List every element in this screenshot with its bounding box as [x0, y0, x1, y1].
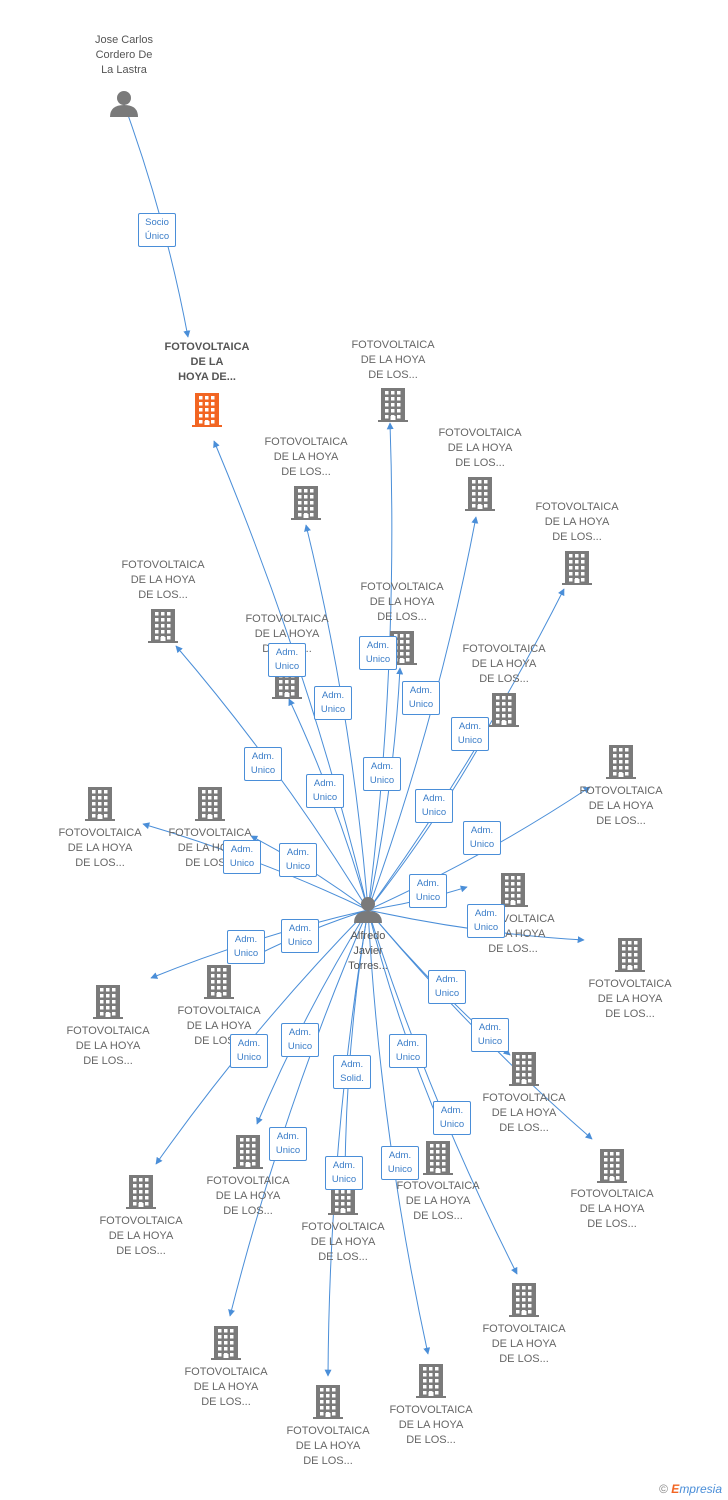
- company-building-icon[interactable]: [562, 551, 592, 585]
- company-label[interactable]: FOTOVOLTAICA DE LA HOYA DE LOS...: [588, 978, 672, 1020]
- role-badge: Adm. Unico: [381, 1146, 419, 1180]
- company-label[interactable]: FOTOVOLTAICA DE LA HOYA DE LOS...: [482, 1323, 566, 1365]
- icons-layer: [85, 91, 645, 1419]
- company-label[interactable]: FOTOVOLTAICA DE LA HOYA DE LOS...: [301, 1221, 385, 1263]
- company-label[interactable]: FOTOVOLTAICA DE LA HOYA DE LOS...: [184, 1366, 268, 1408]
- company-label[interactable]: FOTOVOLTAICA DE LA HOYA DE LOS...: [360, 581, 444, 623]
- role-badge: Adm. Unico: [451, 717, 489, 751]
- role-badge: Adm. Unico: [279, 843, 317, 877]
- person-name-label[interactable]: Jose Carlos Cordero De La Lastra: [94, 34, 154, 76]
- company-building-icon[interactable]: [85, 787, 115, 821]
- role-badge: Adm. Unico: [463, 821, 501, 855]
- role-badge: Adm. Unico: [402, 681, 440, 715]
- role-badge: Adm. Unico: [415, 789, 453, 823]
- company-building-icon[interactable]: [126, 1175, 156, 1209]
- company-label[interactable]: FOTOVOLTAICA DE LA HOYA DE LOS...: [351, 339, 435, 381]
- relation-edge: [228, 909, 369, 1317]
- company-building-icon[interactable]: [195, 787, 225, 821]
- role-badge: Adm. Unico: [223, 840, 261, 874]
- role-badge: Adm. Unico: [230, 1034, 268, 1068]
- company-building-icon[interactable]: [606, 745, 636, 779]
- company-label[interactable]: FOTOVOLTAICA DE LA HOYA DE LOS...: [286, 1425, 370, 1467]
- role-badge: Adm. Unico: [428, 970, 466, 1004]
- company-label[interactable]: FOTOVOLTAICA DE LA HOYA DE LOS...: [66, 1025, 150, 1067]
- role-badge: Adm. Unico: [306, 774, 344, 808]
- company-label[interactable]: FOTOVOLTAICA DE LA HOYA DE LOS...: [206, 1175, 290, 1217]
- relation-edge: [256, 909, 369, 1125]
- company-building-icon[interactable]: [233, 1135, 263, 1169]
- role-badge: Adm. Unico: [359, 636, 397, 670]
- company-building-icon[interactable]: [211, 1326, 241, 1360]
- company-building-icon[interactable]: [148, 609, 178, 643]
- company-label[interactable]: FOTOVOLTAICA DE LA HOYA DE LOS...: [462, 643, 546, 685]
- role-badge: Adm. Unico: [269, 1127, 307, 1161]
- role-badge: Adm. Unico: [244, 747, 282, 781]
- company-label[interactable]: FOTOVOLTAICA DE LA HOYA DE LOS...: [482, 1092, 566, 1134]
- person-icon[interactable]: [354, 897, 382, 923]
- brand-name: mpresia: [679, 1482, 722, 1496]
- role-badge: Adm. Solid.: [333, 1055, 371, 1089]
- copyright-symbol: ©: [659, 1482, 668, 1496]
- relation-edge: [367, 516, 479, 911]
- company-building-icon[interactable]: [597, 1149, 627, 1183]
- company-label[interactable]: FOTOVOLTAICA DE LA HOYA DE LOS...: [99, 1215, 183, 1257]
- company-label[interactable]: FOTOVOLTAICA DE LA HOYA DE LOS...: [121, 559, 205, 601]
- company-building-icon[interactable]: [465, 477, 495, 511]
- role-badge: Adm. Unico: [325, 1156, 363, 1190]
- person-icon[interactable]: [110, 91, 138, 117]
- company-building-icon[interactable]: [498, 873, 528, 907]
- role-badge: Adm. Unico: [281, 1023, 319, 1057]
- company-label[interactable]: FOTOVOLTAICA DE LA HOYA DE LOS...: [579, 785, 663, 827]
- company-building-icon[interactable]: [423, 1141, 453, 1175]
- company-building-icon[interactable]: [416, 1364, 446, 1398]
- role-badge: Adm. Unico: [433, 1101, 471, 1135]
- role-badge: Adm. Unico: [227, 930, 265, 964]
- relation-edge: [155, 909, 369, 1165]
- company-building-icon[interactable]: [93, 985, 123, 1019]
- role-badge: Adm. Unico: [467, 904, 505, 938]
- company-building-icon[interactable]: [509, 1052, 539, 1086]
- company-label[interactable]: FOTOVOLTAICA DE LA HOYA DE LOS...: [389, 1404, 473, 1446]
- brand-logo-e: E: [671, 1482, 680, 1496]
- company-building-icon[interactable]: [615, 938, 645, 972]
- relation-edge: [367, 588, 565, 911]
- company-building-icon[interactable]: [291, 486, 321, 520]
- role-badge: Adm. Unico: [363, 757, 401, 791]
- company-label[interactable]: FOTOVOLTAICA DE LA HOYA DE LOS...: [264, 436, 348, 478]
- main-company-label[interactable]: FOTOVOLTAICA DE LA HOYA DE...: [164, 341, 250, 383]
- role-badge: Adm. Unico: [281, 919, 319, 953]
- company-label[interactable]: FOTOVOLTAICA DE LA HOYA DE LOS...: [58, 827, 142, 869]
- company-label[interactable]: FOTOVOLTAICA DE LA HOYA DE LOS...: [535, 501, 619, 543]
- role-badge: Adm. Unico: [471, 1018, 509, 1052]
- person-name-label[interactable]: Alfredo Javier Torres...: [348, 930, 388, 972]
- company-label[interactable]: FOTOVOLTAICA DE LA HOYA DE LOS...: [438, 427, 522, 469]
- footer-brand: © Empresia: [659, 1482, 722, 1496]
- relation-edge: [324, 909, 369, 1377]
- company-label[interactable]: FOTOVOLTAICA DE LA HOYA DE LOS...: [177, 1005, 261, 1047]
- company-building-icon[interactable]: [204, 965, 234, 999]
- company-building-icon[interactable]: [313, 1385, 343, 1419]
- company-building-icon[interactable]: [509, 1283, 539, 1317]
- role-badge: Adm. Unico: [314, 686, 352, 720]
- company-label[interactable]: FOTOVOLTAICA DE LA HOYA DE LOS...: [396, 1180, 480, 1222]
- company-label[interactable]: FOTOVOLTAICA DE LA HOYA DE LOS...: [570, 1188, 654, 1230]
- role-badge: Adm. Unico: [268, 643, 306, 677]
- role-badge: Adm. Unico: [409, 874, 447, 908]
- relation-edge: [367, 909, 445, 1135]
- main-company-building-icon[interactable]: [192, 393, 222, 427]
- relation-edge: [367, 909, 518, 1275]
- company-building-icon[interactable]: [489, 693, 519, 727]
- role-badge: Socio Único: [138, 213, 176, 247]
- company-building-icon[interactable]: [378, 388, 408, 422]
- relation-edge: [367, 909, 431, 1355]
- role-badge: Adm. Unico: [389, 1034, 427, 1068]
